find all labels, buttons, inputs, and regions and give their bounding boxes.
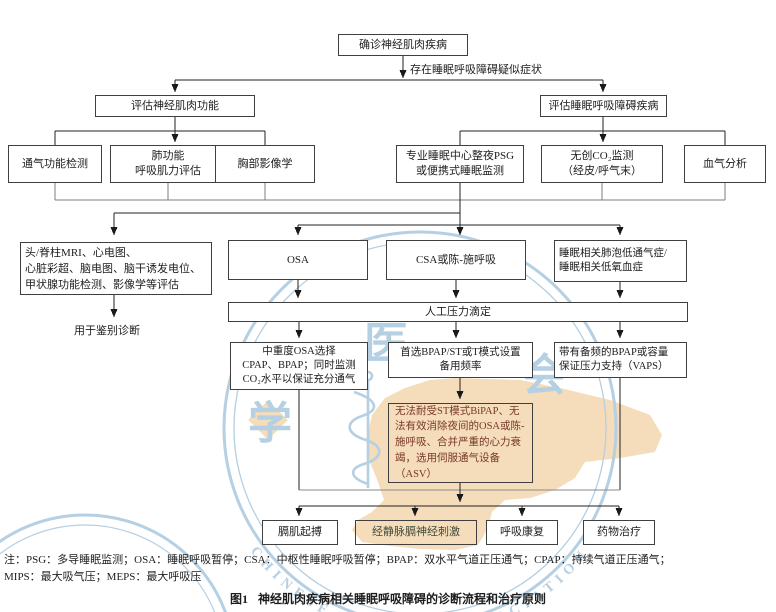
box-hypoventilation: 睡眠相关肺泡低通气症/ 睡眠相关低氧血症 — [554, 240, 687, 282]
box-lung-function-line1: 肺功能 — [151, 150, 185, 163]
box-hypoventilation-line2: 睡眠相关低氧血症 — [559, 262, 643, 273]
differential-diagnosis-text: 用于鉴别诊断 — [74, 325, 140, 337]
box-bpap-st-mode-line1: 首选BPAP/ST或T模式设置 — [400, 347, 521, 359]
box-blood-gas-label: 血气分析 — [703, 157, 747, 170]
box-differential-tests-line1: 头/脊柱MRI、心电图、 — [25, 246, 137, 259]
footnote-line1: 注：PSG：多导睡眠监测；OSA：睡眠呼吸暂停；CSA：中枢性睡眠呼吸暂停；BP… — [4, 554, 671, 566]
box-differential-tests-line2: 心脏彩超、脑电图、脑干诱发电位、 — [25, 262, 201, 275]
box-osa-treatment: 中重度OSA选择 CPAP、BPAP；同时监测 CO₂水平以保证充分通气 — [230, 342, 368, 390]
box-pressure-titration: 人工压力滴定 — [228, 302, 688, 322]
box-evaluate-neuromuscular-label: 评估神经肌肉功能 — [131, 99, 219, 112]
seal2-outer-circle — [0, 513, 227, 612]
box-csa: CSA或陈-施呼吸 — [386, 240, 526, 280]
box-psg-monitoring: 专业睡眠中心整夜PSG 或便携式睡眠监测 — [396, 145, 524, 183]
watermark-map-shape — [352, 378, 662, 550]
box-ventilation-test-label: 通气功能检测 — [22, 157, 88, 170]
seal-outer-circle — [222, 230, 618, 612]
box-psg-monitoring-line2: 或便携式睡眠监测 — [416, 165, 504, 177]
box-co2-monitoring-line2: （经皮/呼气末） — [561, 165, 643, 177]
differential-diagnosis-label: 用于鉴别诊断 — [74, 322, 140, 338]
box-vaps: 带有备频的BPAP或容量 保证压力支持（VAPS） — [554, 342, 687, 378]
seal2-inner-circle — [0, 524, 216, 612]
seal-glyph-xue: 学 — [248, 399, 292, 448]
box-respiratory-rehab: 呼吸康复 — [486, 520, 558, 545]
box-lung-function-line2: 呼吸肌力评估 — [135, 165, 201, 177]
box-differential-tests-line3: 甲状腺功能检测、影像学等评估 — [25, 278, 179, 291]
box-evaluate-sleep-disorder: 评估睡眠呼吸障碍疾病 — [540, 95, 667, 117]
box-pressure-titration-label: 人工压力滴定 — [425, 305, 491, 318]
box-osa: OSA — [228, 240, 368, 280]
caduceus-icon — [348, 370, 381, 488]
box-respiratory-rehab-label: 呼吸康复 — [500, 526, 544, 539]
figure-caption-title: 神经肌肉疾病相关睡眠呼吸障碍的诊断流程和治疗原则 — [258, 592, 547, 606]
box-confirm-diagnosis: 确诊神经肌肉疾病 — [338, 34, 468, 56]
box-chest-imaging: 胸部影像学 — [215, 145, 315, 183]
box-differential-tests: 头/脊柱MRI、心电图、 心脏彩超、脑电图、脑干诱发电位、 甲状腺功能检测、影像… — [20, 242, 212, 295]
box-drug-therapy-label: 药物治疗 — [597, 526, 641, 539]
suspect-symptoms-label: 存在睡眠呼吸障碍疑似症状 — [410, 61, 542, 77]
box-blood-gas: 血气分析 — [684, 145, 766, 183]
figure-caption-number: 图1 — [229, 592, 248, 606]
box-phrenic-stimulation: 经静脉膈神经刺激 — [355, 520, 477, 545]
figure-footnote: 注：PSG：多导睡眠监测；OSA：睡眠呼吸暂停；CSA：中枢性睡眠呼吸暂停；BP… — [4, 552, 772, 586]
box-vaps-line2: 保证压力支持（VAPS） — [559, 361, 669, 372]
suspect-symptoms-text: 存在睡眠呼吸障碍疑似症状 — [410, 64, 542, 76]
box-co2-monitoring-line1: 无创CO₂监测 — [570, 150, 634, 163]
box-evaluate-neuromuscular: 评估神经肌肉功能 — [95, 95, 255, 117]
box-evaluate-sleep-disorder-label: 评估睡眠呼吸障碍疾病 — [548, 99, 659, 112]
box-confirm-diagnosis-label: 确诊神经肌肉疾病 — [359, 38, 447, 51]
box-asv-text: 无法耐受ST模式BiPAP、无法有效消除夜间的OSA或陈-施呼吸、合并严重的心力… — [395, 405, 525, 480]
box-psg-monitoring-line1: 专业睡眠中心整夜PSG — [405, 150, 515, 163]
box-diaphragm-pacing-label: 膈肌起搏 — [278, 526, 322, 539]
figure-caption: 图1 神经肌肉疾病相关睡眠呼吸障碍的诊断流程和治疗原则 — [0, 590, 776, 607]
box-lung-function: 肺功能 呼吸肌力评估 — [110, 145, 226, 183]
box-osa-treatment-line3: CO₂水平以保证充分通气 — [242, 373, 356, 385]
box-vaps-line1: 带有备频的BPAP或容量 — [559, 347, 669, 359]
box-bpap-st-mode-line2: 备用频率 — [439, 361, 482, 372]
box-co2-monitoring: 无创CO₂监测 （经皮/呼气末） — [541, 145, 663, 183]
box-diaphragm-pacing: 膈肌起搏 — [262, 520, 338, 545]
box-osa-treatment-line2: CPAP、BPAP；同时监测 — [242, 360, 356, 372]
box-chest-imaging-label: 胸部影像学 — [237, 157, 293, 170]
box-drug-therapy: 药物治疗 — [583, 520, 655, 545]
box-hypoventilation-line1: 睡眠相关肺泡低通气症/ — [559, 248, 667, 260]
box-bpap-st-mode: 首选BPAP/ST或T模式设置 备用频率 — [388, 342, 533, 378]
box-ventilation-test: 通气功能检测 — [8, 145, 102, 183]
box-asv: 无法耐受ST模式BiPAP、无法有效消除夜间的OSA或陈-施呼吸、合并严重的心力… — [388, 403, 533, 483]
box-osa-treatment-line1: 中重度OSA选择 — [262, 346, 336, 358]
box-osa-label: OSA — [286, 253, 309, 266]
box-phrenic-stimulation-label: 经静脉膈神经刺激 — [372, 526, 460, 539]
footnote-line2: MIPS：最大吸气压；MEPS：最大呼吸压 — [4, 571, 202, 583]
box-csa-label: CSA或陈-施呼吸 — [415, 253, 497, 266]
